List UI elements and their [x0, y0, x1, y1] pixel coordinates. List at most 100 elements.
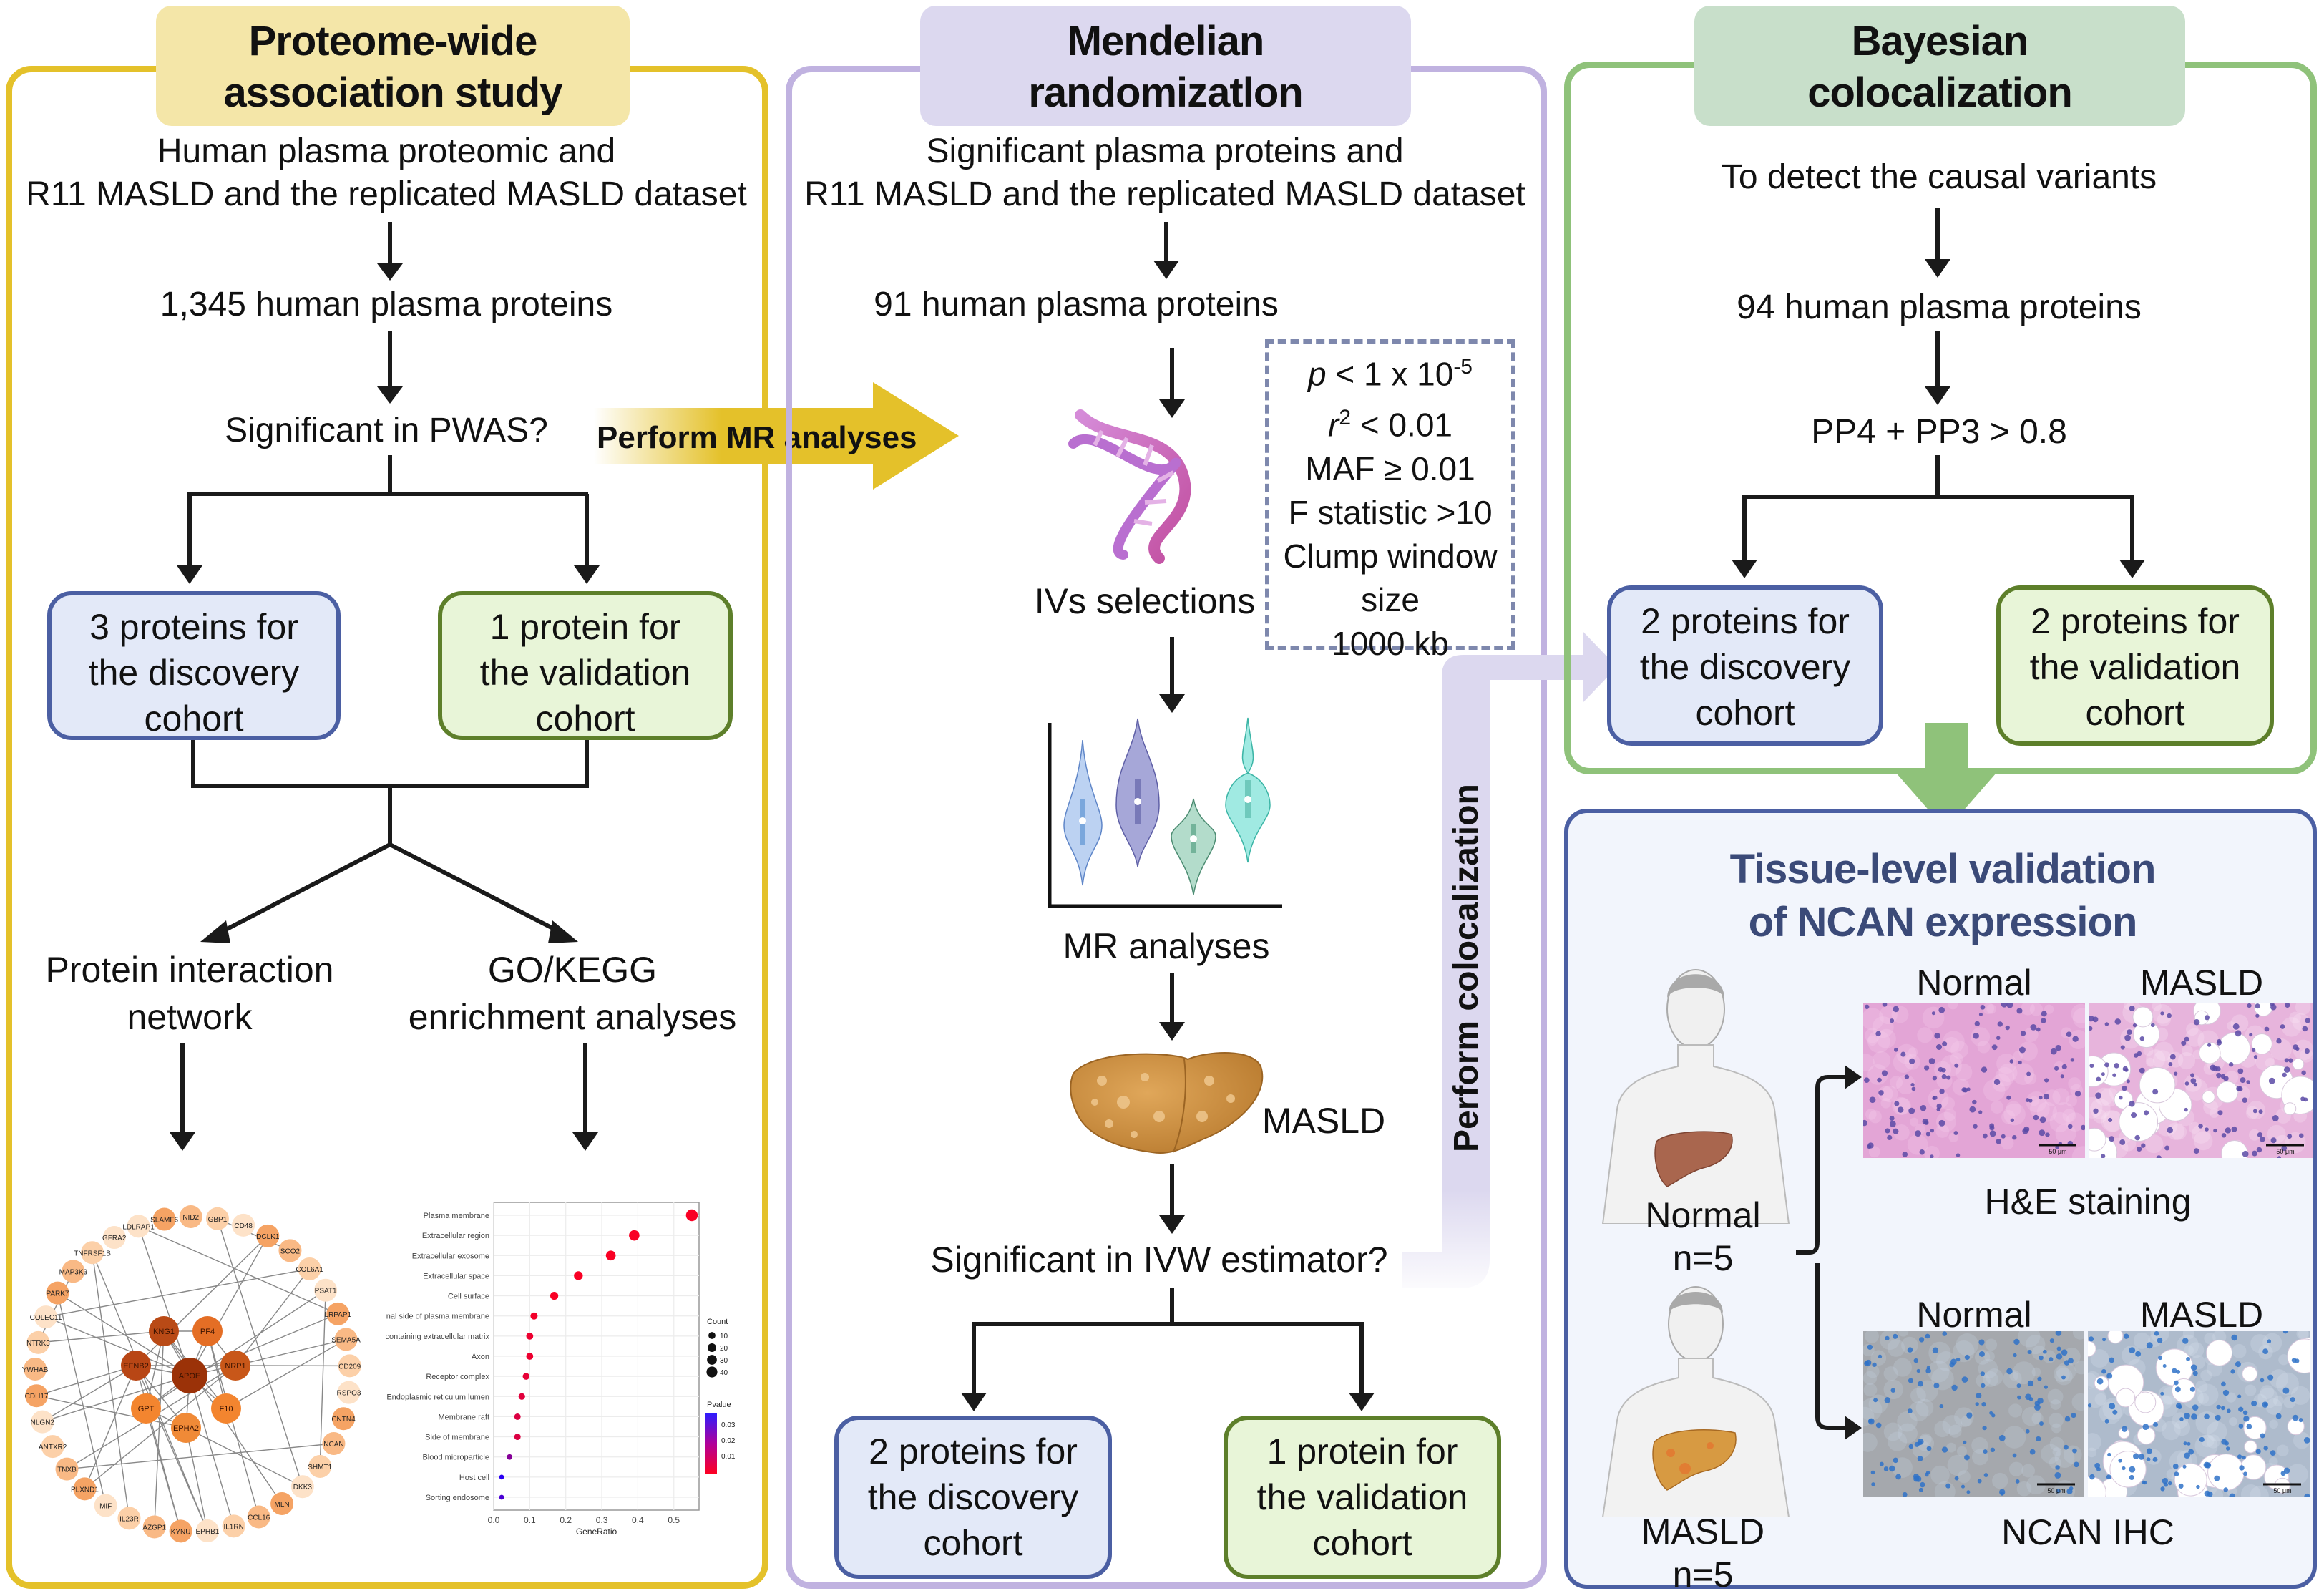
cell-nucleus — [1890, 1121, 1896, 1127]
tissue-texture — [2194, 1434, 2218, 1458]
cell-nucleus — [1938, 1066, 1943, 1072]
tissue-texture — [1908, 1401, 1929, 1421]
cell-nucleus — [1900, 1051, 1906, 1057]
y-tick-label: Receptor complex — [426, 1373, 489, 1381]
cell-nucleus — [2285, 1003, 2290, 1008]
cell-nucleus — [2168, 1481, 2172, 1486]
tissue-texture — [2012, 1361, 2036, 1385]
lipid-vacuole — [2287, 1338, 2310, 1374]
lipid-vacuole — [2171, 1378, 2197, 1403]
tissue-texture — [2269, 1369, 2289, 1388]
tissue-texture — [2281, 1017, 2302, 1037]
cell-nucleus — [2232, 1023, 2240, 1030]
cell-nucleus — [2096, 1076, 2101, 1082]
lipid-vacuole — [2116, 1388, 2136, 1408]
network-label: Protein interaction network — [45, 950, 334, 1037]
tissue-texture — [2293, 1039, 2313, 1061]
cell-nucleus — [1916, 1368, 1920, 1373]
network-node — [205, 1207, 229, 1230]
cell-nucleus — [2189, 1386, 2195, 1392]
cell-nucleus — [2298, 1133, 2304, 1139]
cell-nucleus — [2251, 1048, 2256, 1052]
cell-nucleus — [2270, 1137, 2277, 1144]
network-edge — [235, 1338, 346, 1366]
tissue-texture — [2003, 1103, 2026, 1126]
cell-nucleus — [1924, 1065, 1930, 1071]
tissue-texture — [1983, 1079, 2006, 1101]
y-tick-label: Plasma membrane — [424, 1212, 489, 1220]
tissue-texture — [2062, 1109, 2076, 1123]
tissue-texture — [1908, 1047, 1918, 1057]
y-tick-label: Axon — [472, 1353, 489, 1361]
cell-nucleus — [2184, 1081, 2189, 1086]
cell-nucleus — [1969, 1106, 1976, 1113]
he-caption: H&E staining — [1984, 1182, 2192, 1222]
cell-nucleus — [2295, 1046, 2300, 1051]
tissue-texture — [2071, 1393, 2084, 1411]
cell-nucleus — [2039, 1116, 2046, 1124]
cell-nucleus — [1942, 1041, 1948, 1047]
network-node-label: COLEC11 — [30, 1314, 62, 1322]
cell-nucleus — [1972, 1099, 1977, 1105]
cell-nucleus — [2281, 1145, 2288, 1152]
tissue-texture — [2021, 1003, 2035, 1016]
cell-nucleus — [2096, 1378, 2104, 1385]
tissue-texture — [2229, 1416, 2238, 1426]
normal-group-label: Normal n=5 — [1645, 1195, 1761, 1278]
tissue-texture — [1983, 1351, 1995, 1362]
network-node-label: RSPO3 — [337, 1390, 361, 1398]
cell-nucleus — [1939, 1404, 1944, 1408]
lipid-vacuole — [2202, 1090, 2215, 1104]
tissue-texture — [1957, 1470, 1971, 1484]
cell-nucleus — [2154, 1331, 2159, 1336]
x-tick-label: 0.5 — [668, 1515, 680, 1525]
cell-nucleus — [1895, 1474, 1901, 1480]
tissue-texture — [2296, 1331, 2308, 1340]
cell-nucleus — [2215, 1414, 2221, 1421]
network-node — [247, 1505, 270, 1529]
tissue-texture — [1883, 1366, 1898, 1381]
network-node — [298, 1257, 321, 1280]
violin-3 — [1171, 798, 1216, 895]
cell-nucleus — [1915, 1130, 1921, 1137]
tissue-texture — [2188, 1121, 2201, 1134]
cell-nucleus — [2251, 1400, 2257, 1407]
tissue-texture — [2200, 1369, 2212, 1381]
network-node — [232, 1213, 255, 1237]
cell-nucleus — [1925, 1333, 1930, 1339]
network-node-label: SHMT1 — [308, 1464, 332, 1471]
cell-nucleus — [2043, 1094, 2049, 1100]
tissue-texture — [2044, 1089, 2061, 1106]
cell-nucleus — [1907, 1347, 1913, 1353]
legend-pvalue-label: 0.01 — [721, 1453, 736, 1461]
cell-nucleus — [1991, 1413, 1996, 1418]
cell-nucleus — [1938, 1119, 1945, 1127]
tissue-texture — [2225, 1071, 2239, 1084]
cell-nucleus — [2132, 1023, 2137, 1028]
lipid-vacuole — [2089, 1055, 2109, 1087]
tissue-texture — [2185, 1028, 2205, 1047]
cell-nucleus — [2056, 1489, 2061, 1494]
cell-nucleus — [1872, 1362, 1877, 1367]
network-edge — [217, 1218, 303, 1487]
cell-nucleus — [2242, 1410, 2248, 1416]
tissue-texture — [1895, 1074, 1916, 1094]
cell-nucleus — [2258, 1109, 2263, 1114]
network-node-label: CD209 — [338, 1363, 361, 1371]
cell-nucleus — [2235, 1361, 2241, 1368]
cell-nucleus — [2030, 1024, 2037, 1031]
cell-nucleus — [2101, 1072, 2105, 1076]
cell-nucleus — [2043, 1349, 2047, 1354]
cell-nucleus — [2054, 1066, 2059, 1071]
network-node-label: ANTXR2 — [39, 1444, 67, 1451]
cell-nucleus — [1930, 1154, 1934, 1158]
tissue-texture — [2071, 1003, 2085, 1023]
perform-colocalization-label: Perform colocalization — [1447, 784, 1485, 1152]
cell-nucleus — [2231, 1334, 2237, 1341]
cell-nucleus — [1911, 1086, 1916, 1091]
violin-2 — [1115, 718, 1160, 867]
cell-nucleus — [2009, 1059, 2014, 1064]
tissue-texture — [2063, 1445, 2082, 1464]
network-node — [314, 1278, 338, 1302]
cell-nucleus — [2257, 1132, 2263, 1138]
